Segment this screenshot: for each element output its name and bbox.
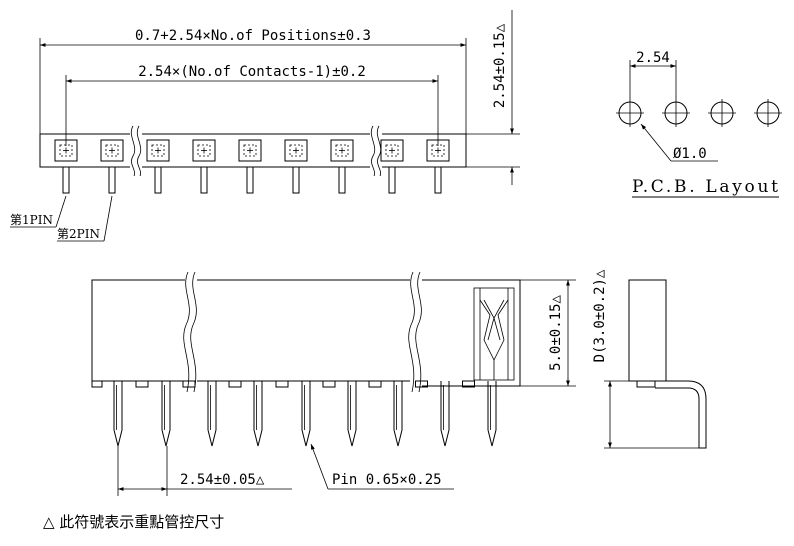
pcb-hole-leader [640,123,718,162]
footnote: △ 此符號表示重點管控尺寸 [43,513,224,531]
top-contact [284,139,308,194]
front-pins [91,380,497,447]
front-pin [347,380,382,447]
pin1-callout [10,195,67,228]
pin-spec-leader [310,443,454,490]
front-pin [440,380,475,447]
front-pin [113,380,149,447]
front-pin [253,380,289,447]
top-height-dimension [466,10,520,185]
pin-spec-label: Pin 0.65×0.25 [332,472,442,488]
top-contacts [54,139,450,194]
pcb-holes [616,99,782,127]
front-view: 2.54±0.05△ Pin 0.65×0.25 5.0±0.15△ [91,271,576,496]
side-standoff [636,380,656,388]
side-view: D(3.0±0.2)△ [592,269,707,449]
standoff [275,380,289,388]
standoff [91,380,103,388]
standoff [322,380,336,388]
pcb-pitch-label: 2.54 [636,50,670,66]
top-contact [192,139,216,194]
pcb-pitch-dimension [629,60,677,99]
top-contact [330,139,354,194]
standoff [182,380,196,388]
top-contact [380,139,404,194]
front-pin [487,381,497,447]
side-depth-label: D(3.0±0.2)△ [592,269,608,362]
standoff [462,380,475,388]
top-contact [238,139,262,194]
top-housing [39,125,467,177]
top-height-label: 2.54±0.15△ [492,23,508,108]
front-height-dimension [520,279,576,387]
top-view: 0.7+2.54×No.of Positions±0.3 2.54×(No.of… [10,10,520,242]
pin2-callout [57,195,113,242]
pcb-hole [616,99,644,127]
front-pin [161,380,196,447]
standoff [368,380,382,388]
front-height-label: 5.0±0.15△ [548,295,564,371]
front-pitch-dimension [117,446,292,496]
overall-length-dimension [39,38,467,134]
contacts-span-dimension [65,75,439,146]
pcb-hole [662,99,690,127]
standoff [135,380,149,388]
front-pin [207,380,242,447]
pcb-hole [754,99,782,127]
pin2-label: 第2PIN [57,227,100,241]
front-pin [301,380,336,447]
top-contact [100,139,124,194]
side-depth-dimension [604,380,699,449]
pin1-label: 第1PIN [10,213,53,227]
overall-length-label: 0.7+2.54×No.of Positions±0.3 [135,28,371,44]
front-housing [91,271,521,393]
top-contact [146,139,170,194]
standoff [228,380,242,388]
pcb-hole-label: Ø1.0 [673,146,707,162]
pcb-hole [708,99,736,127]
front-pitch-label: 2.54±0.05△ [180,472,265,488]
pcb-layout: 2.54 Ø1.0 P.C.B. Layout [616,50,782,198]
standoff [415,380,428,388]
side-housing [628,279,667,382]
side-bent-pin [655,380,707,449]
front-pin [393,380,428,447]
pcb-layout-title: P.C.B. Layout [632,177,778,197]
contacts-span-label: 2.54×(No.of Contacts-1)±0.2 [138,64,366,80]
